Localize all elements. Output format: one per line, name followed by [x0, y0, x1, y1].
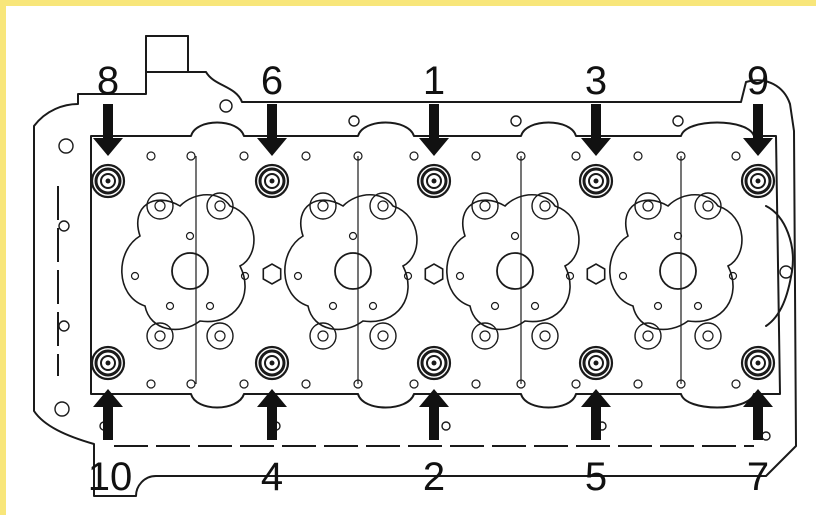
bolt-6	[254, 163, 290, 199]
perimeter-holes	[54, 99, 771, 441]
gasket-outline	[90, 121, 781, 409]
bolt-4	[254, 345, 290, 381]
arrow-down-8	[93, 104, 123, 156]
arrow-down-6	[257, 104, 287, 156]
bolt-label-8: 8	[97, 59, 119, 103]
bolt-9	[740, 163, 776, 199]
arrow-down-1	[419, 104, 449, 156]
arrow-up-10	[93, 389, 123, 440]
arrow-up-5	[581, 389, 611, 440]
arrow-down-9	[743, 104, 773, 156]
bolt-8	[90, 163, 126, 199]
bolt-2	[416, 345, 452, 381]
bolt-label-10: 10	[88, 455, 133, 499]
cylinder-3	[446, 192, 580, 350]
cylinder-head-bolt-diagram: 8 6 1 3 9 10 4 2 5 7	[33, 35, 797, 499]
bolt-label-2: 2	[423, 455, 445, 499]
bottom-bolt-labels: 10 4 2 5 7	[88, 455, 769, 499]
bolt-3	[578, 163, 614, 199]
bolt-label-6: 6	[261, 59, 283, 103]
cylinder-2	[284, 192, 418, 350]
bolt-10	[90, 345, 126, 381]
hex-plug-3	[586, 263, 606, 285]
bolt-7	[740, 345, 776, 381]
bolt-label-3: 3	[585, 59, 607, 103]
bolt-5	[578, 345, 614, 381]
cylinder-1	[121, 192, 255, 350]
cylinder-4	[609, 192, 743, 350]
tightening-arrows	[93, 104, 773, 440]
bolt-label-7: 7	[747, 455, 769, 499]
hex-plug-1	[262, 263, 282, 285]
diagram-frame: 8 6 1 3 9 10 4 2 5 7	[6, 6, 816, 515]
bolt-label-9: 9	[747, 59, 769, 103]
arrow-up-4	[257, 389, 287, 440]
bolt-1	[416, 163, 452, 199]
bolt-label-1: 1	[423, 59, 445, 103]
cylinder-head-outline	[33, 35, 797, 497]
bolt-label-5: 5	[585, 455, 607, 499]
arrow-up-2	[419, 389, 449, 440]
sensor-boss	[145, 35, 189, 73]
head-bolts	[90, 163, 776, 381]
right-boss	[779, 265, 793, 279]
arrow-up-7	[743, 389, 773, 440]
bolt-label-4: 4	[261, 455, 283, 499]
arrow-down-3	[581, 104, 611, 156]
combustion-chambers	[121, 151, 743, 389]
hex-plug-2	[424, 263, 444, 285]
top-bolt-labels: 8 6 1 3 9	[97, 59, 769, 103]
